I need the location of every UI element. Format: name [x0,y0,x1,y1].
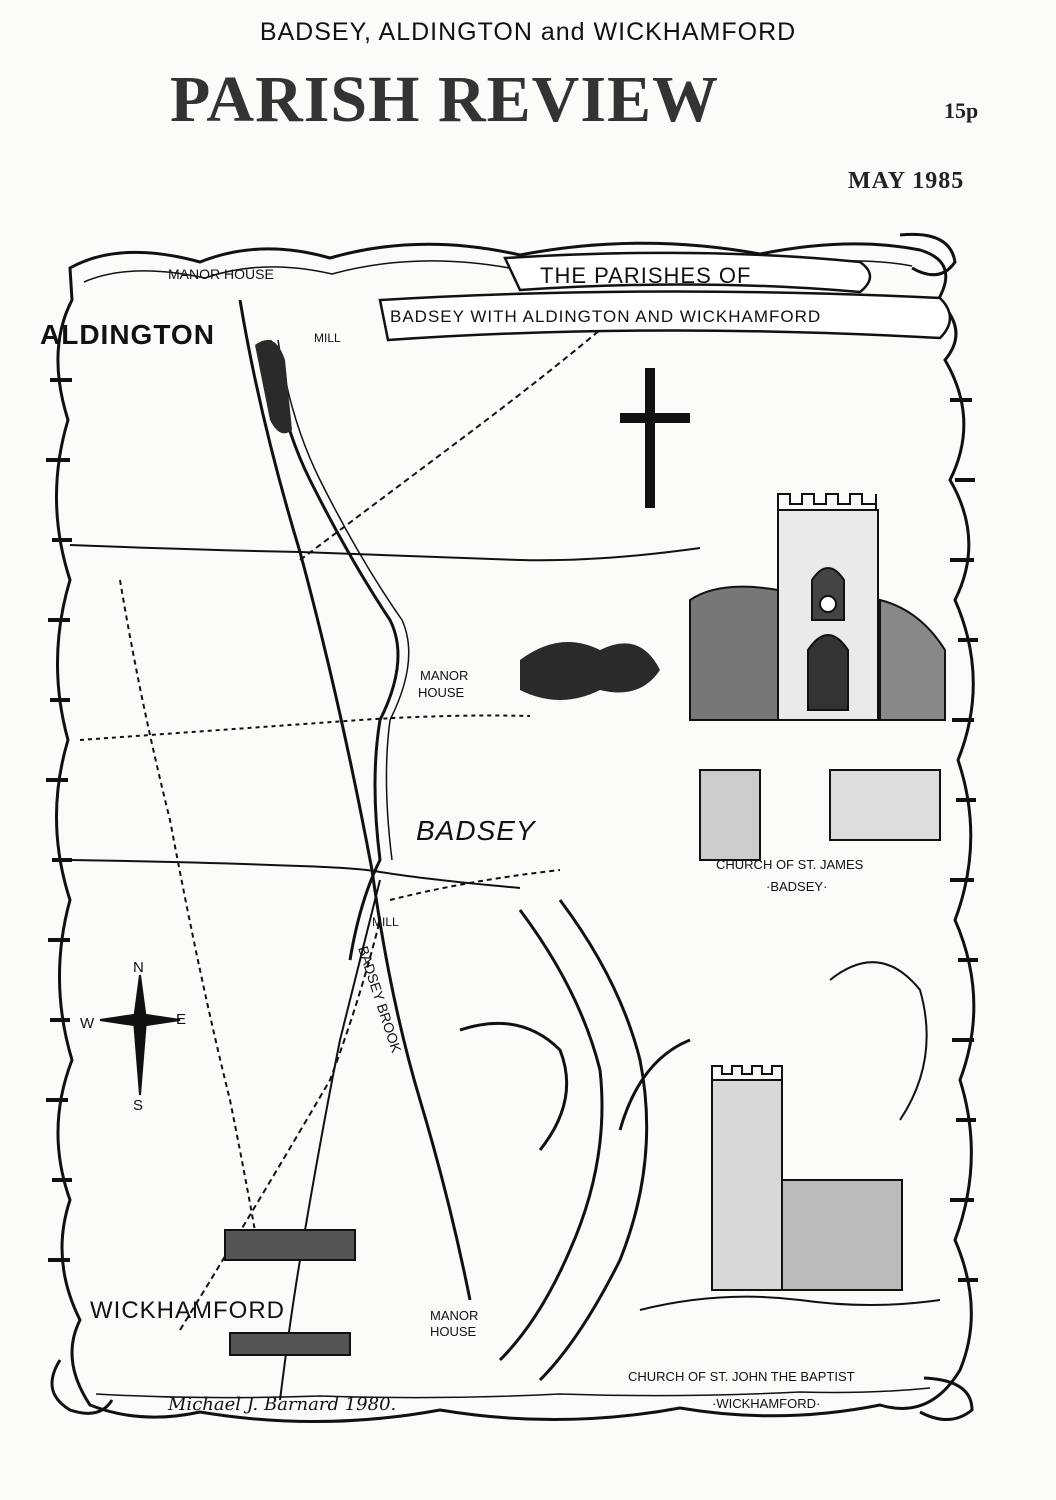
banner-title-line2: BADSEY WITH ALDINGTON AND WICKHAMFORD [390,307,821,326]
label-badsey-brook: BADSEY BROOK [355,944,405,1055]
label-mill-top: MILL [314,331,341,345]
compass-label-n: N [133,959,144,976]
compass-rose [99,974,181,1096]
artist-signature: Michael J. Barnard 1980. [167,1394,396,1415]
label-manor-mid-2: HOUSE [418,685,465,700]
label-church-st-james-2: ·BADSEY· [766,879,827,894]
label-church-st-john-2: ·WICKHAMFORD· [712,1396,820,1411]
title-banner [378,251,952,342]
label-manor-house-top: MANOR HOUSE [168,266,274,282]
church-st-john-illustration [618,961,941,1311]
label-wickhamford: WICKHAMFORD [90,1297,285,1324]
label-manor-low-1: MANOR [430,1308,478,1323]
compass-label-s: S [133,1097,143,1114]
label-badsey: BADSEY [416,815,537,846]
badsey-brook-line [268,339,410,961]
label-church-st-john-1: CHURCH OF ST. JOHN THE BAPTIST [628,1369,855,1384]
tree-trunk [459,899,649,1382]
label-manor-mid-1: MANOR [420,668,468,683]
page-title: PARISH REVIEW [170,63,720,136]
price-label: 15p [944,98,979,123]
label-manor-low-2: HOUSE [430,1324,477,1339]
map-roads [69,299,701,1401]
issue-date: MAY 1985 [848,168,965,194]
banner-title-line1: THE PARISHES OF [540,263,751,288]
label-aldington: ALDINGTON [40,319,215,350]
header-top-line: BADSEY, ALDINGTON and WICKHAMFORD [259,18,797,46]
compass-label-w: W [80,1015,95,1032]
compass-label-e: E [176,1011,186,1028]
church-st-james-illustration [620,368,946,861]
label-mill-mid: MILL [372,915,399,929]
label-church-st-james-1: CHURCH OF ST. JAMES [716,857,864,872]
woodland-hatching [255,340,660,700]
decorative-rolls [224,1229,356,1356]
